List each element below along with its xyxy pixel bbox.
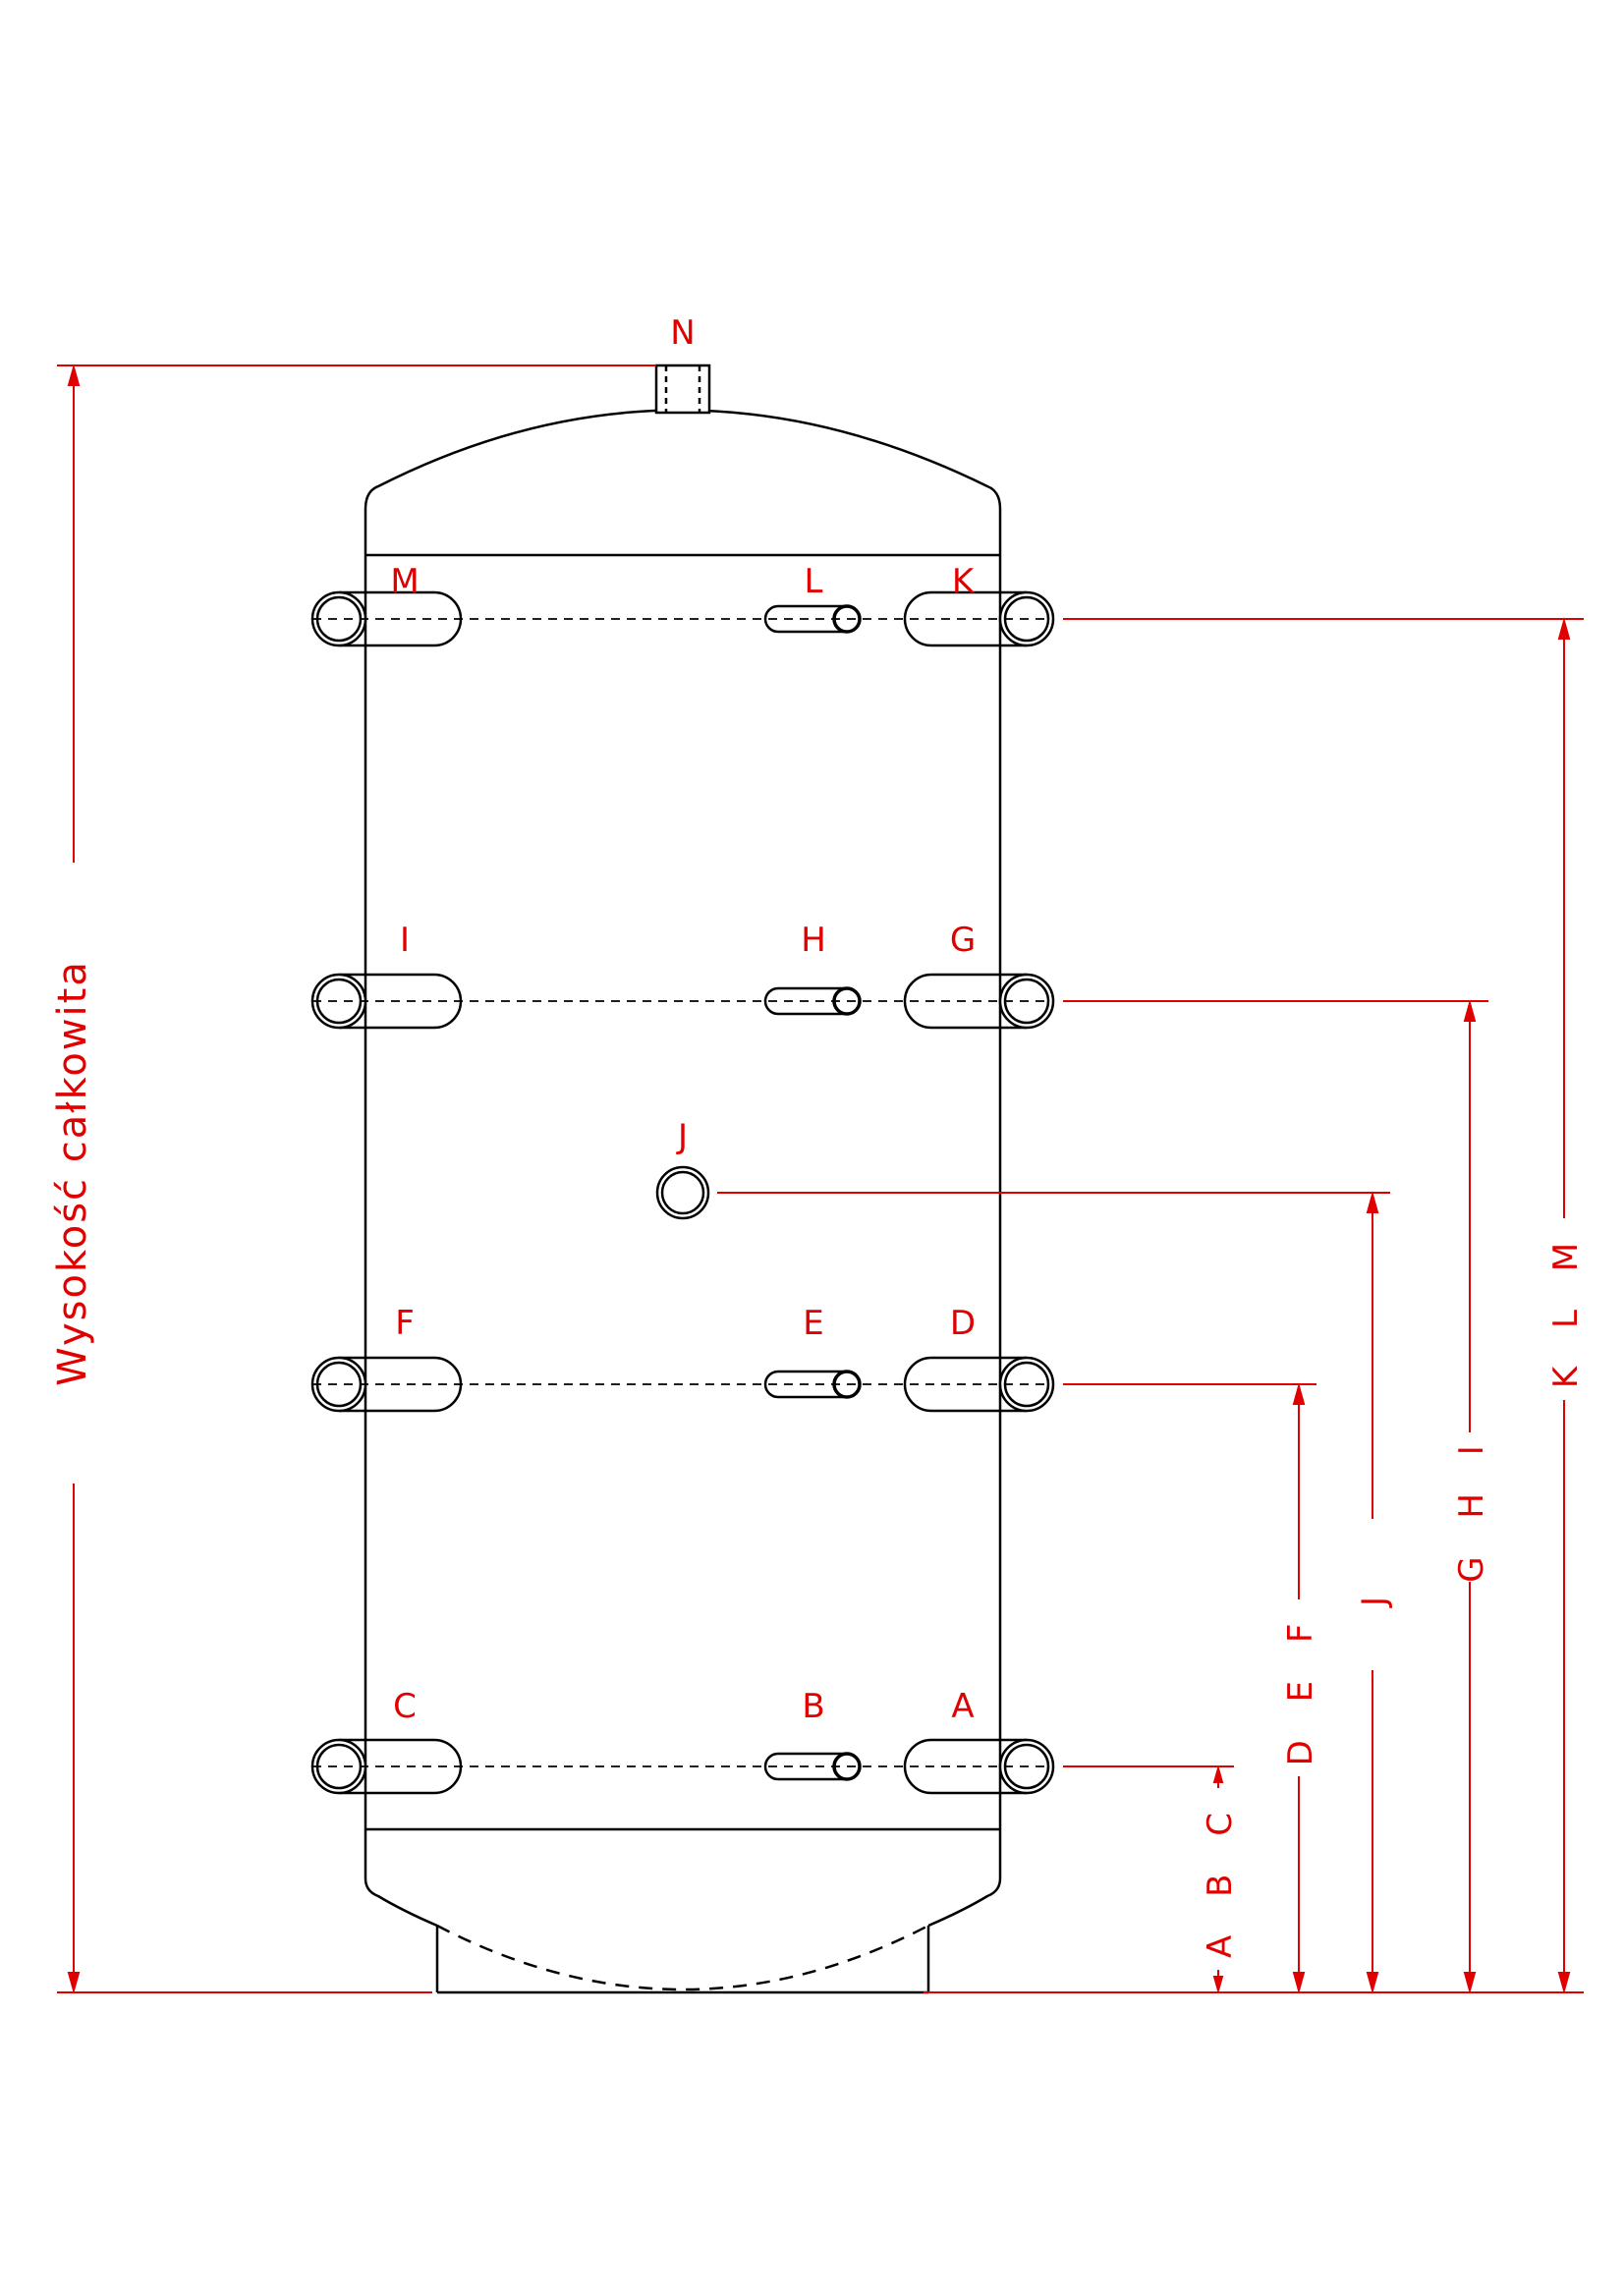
row-ihg-right-pipe-body [903,973,1027,1030]
label-a: A [951,1687,974,1726]
label-j: J [676,1117,688,1156]
bottom-dome-hidden [436,1924,929,1991]
def-arrow-bottom [1292,1972,1306,1994]
row-mlk-sensor-pipe-body [763,604,847,634]
abc-arrow-bottom [1212,1976,1224,1994]
label-h: H [801,921,826,960]
label-f: F [395,1304,415,1343]
j-arrow-bottom [1366,1972,1379,1994]
j-arrow-top [1366,1191,1379,1213]
ghi-arrow-top [1463,999,1477,1022]
row-fed-right-pipe-body [903,1356,1027,1413]
row-fed [310,1356,1055,1413]
total-height-arrow-top [67,364,81,386]
row-fed-sensor-pipe-body [763,1370,847,1399]
klm-label: K L M [1546,1229,1586,1388]
tank-outline [364,364,1002,1994]
dimension-lines [57,364,1584,1994]
row-cba-right-pipe-body [903,1738,1027,1795]
label-e: E [803,1304,823,1343]
label-g: G [950,921,976,960]
row-mlk-right-pipe-body [903,590,1027,647]
top-dome [364,409,1002,510]
abc-label: A B C [1201,1799,1240,1958]
row-mlk [310,590,1055,647]
connections [310,590,1055,1795]
ghi-arrow-bottom [1463,1972,1477,1994]
label-c: C [393,1687,417,1726]
def-arrow-top [1292,1382,1306,1405]
klm-arrow-bottom [1557,1972,1571,1994]
total-height-arrow-bottom [67,1972,81,1994]
label-i: I [400,921,410,960]
bottom-shoulder-left [364,1877,438,1928]
row-cba-sensor-pipe-body [763,1752,847,1781]
j-label: J [1355,1583,1394,1608]
total-height-label: Wysokość całkowita [50,960,95,1386]
label-n: N [670,313,695,353]
row-cba [310,1738,1055,1795]
abc-arrow-top [1212,1764,1224,1783]
label-m: M [390,562,419,601]
ghi-label: G H I [1452,1431,1491,1583]
label-d: D [950,1304,976,1343]
top-nozzle [654,364,711,415]
connection-labels: N M L K I H G J F E D C B A [390,313,976,1726]
klm-arrow-top [1557,617,1571,640]
def-label: D E F [1281,1610,1320,1766]
label-l: L [805,562,823,601]
bottom-shoulder-right [927,1877,1002,1928]
label-k: K [952,562,976,601]
nozzle-j [655,1165,710,1220]
row-ihg [310,973,1055,1030]
dimension-labels: Wysokość całkowita A B C D E F J G H I K… [50,960,1586,1958]
row-ihg-sensor-pipe-body [763,986,847,1016]
label-b: B [802,1687,824,1726]
